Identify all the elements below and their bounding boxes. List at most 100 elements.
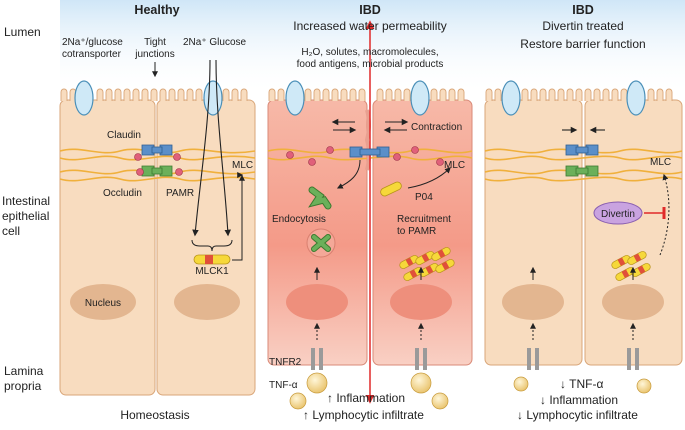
tnf-ball [636, 378, 652, 394]
mlck-cluster [611, 251, 651, 281]
mlck-capsule [611, 255, 631, 269]
endocytosed-claudin [311, 234, 331, 252]
solutes-label: food antigens, microbial products [297, 59, 444, 70]
microvillus [448, 88, 456, 101]
microvillus [240, 88, 248, 101]
pamr-bead [411, 146, 419, 154]
pamr-bead [173, 153, 181, 161]
healthy-panel: Healthy 2Na⁺/glucose cotransporter Tight… [59, 3, 256, 422]
pamr-bead [136, 168, 144, 176]
recruitment-label: Recruitment [397, 214, 451, 225]
cotransporter-right [410, 80, 430, 116]
pamr-bead [308, 158, 316, 166]
microvillus [521, 88, 529, 101]
mlck1-capsule [380, 181, 402, 197]
microvillus [168, 88, 176, 101]
tnfr2-receptor [311, 348, 323, 370]
microvillus [159, 88, 167, 101]
healthy-cell-left [59, 99, 156, 396]
mlc-label: MLC [650, 157, 671, 168]
ibd-subtitle: Increased water permeability [293, 19, 446, 33]
microvillus [485, 88, 493, 101]
microvillus [557, 88, 565, 101]
pamr-bead [175, 168, 183, 176]
glucose-label: 2Na⁺ Glucose [183, 37, 247, 48]
endocytosis-arrow [336, 159, 361, 189]
cell-label: cell [2, 224, 20, 238]
microvillus [304, 88, 312, 101]
mlck-capsule [631, 263, 651, 277]
microvillus [647, 88, 655, 101]
claudin-protein [349, 146, 390, 158]
blocked-mlc-arrow [659, 173, 670, 256]
cotransporter-label: 2Na⁺/glucose [62, 37, 123, 48]
recruitment-label: to PAMR [397, 226, 436, 237]
cell-label: epithelial [2, 209, 49, 223]
microvillus [539, 88, 547, 101]
microvillus [222, 88, 230, 101]
recruited-mlck-cluster [399, 247, 455, 281]
microvillus [548, 88, 556, 101]
mlck-capsule [435, 259, 455, 273]
pamr-bead [134, 153, 142, 161]
nucleus [602, 284, 664, 320]
tight-junctions-label: Tight [144, 37, 166, 48]
glucose-arrow [215, 59, 232, 237]
microvillus [403, 88, 411, 101]
mlck-capsule [415, 251, 435, 265]
pamr-bead [326, 146, 334, 154]
tnf-ball [513, 376, 529, 392]
actin-belt [59, 176, 256, 182]
tnf-alpha-label: TNF-α [269, 380, 298, 391]
inflammation-down-label: ↓ Inflammation [540, 393, 618, 407]
mlck-capsule [399, 255, 419, 269]
mlck-capsule [419, 263, 439, 277]
cotransporter-left [285, 80, 305, 116]
microvillus [385, 88, 393, 101]
microvillus [358, 88, 366, 101]
mlck1-capsule [193, 254, 231, 265]
inflammation-up-label: ↑ Inflammation [327, 391, 405, 405]
lumen-label: Lumen [4, 25, 41, 39]
microvillus [611, 88, 619, 101]
tight-junctions-label: junctions [134, 49, 174, 60]
microvillus [457, 88, 465, 101]
treated-cell-right [584, 99, 683, 366]
actin-belt [59, 155, 256, 161]
mlck-capsule [431, 247, 451, 261]
microvillus [231, 88, 239, 101]
tnfr2-receptor [415, 348, 427, 370]
microvillus [566, 88, 574, 101]
healthy-title: Healthy [134, 3, 179, 17]
microvillus [60, 88, 68, 101]
ibd-panel: IBD Increased water permeability H₂O, so… [267, 3, 473, 422]
microvillus [313, 88, 321, 101]
occludin-protein [565, 165, 599, 177]
nucleus [174, 284, 240, 320]
tnf-ball [289, 392, 307, 410]
cotransporter-left [74, 80, 94, 116]
lymphocytic-up-label: ↑ Lymphocytic infiltrate [303, 408, 424, 422]
lymphocytic-down-label: ↓ Lymphocytic infiltrate [517, 408, 638, 422]
microvillus [620, 88, 628, 101]
microvillus [430, 88, 438, 101]
microvillus [96, 88, 104, 101]
contraction-label: Contraction [411, 122, 462, 133]
nucleus [70, 284, 136, 320]
treated-cell-left [484, 99, 583, 366]
homeostasis-label: Homeostasis [120, 408, 189, 422]
microvillus [277, 88, 285, 101]
occludin-protein [141, 165, 173, 177]
tnf-ball [431, 392, 449, 410]
microvillus [394, 88, 402, 101]
microvillus [114, 88, 122, 101]
tnf-down-label: ↓ TNF-α [560, 377, 603, 391]
microvillus [150, 88, 158, 101]
microvillus [376, 88, 384, 101]
p04-label: P04 [415, 192, 433, 203]
microvillus [656, 88, 664, 101]
microvillus [268, 88, 276, 101]
claudin-protein [565, 144, 599, 156]
treated-microvilli [485, 88, 673, 101]
